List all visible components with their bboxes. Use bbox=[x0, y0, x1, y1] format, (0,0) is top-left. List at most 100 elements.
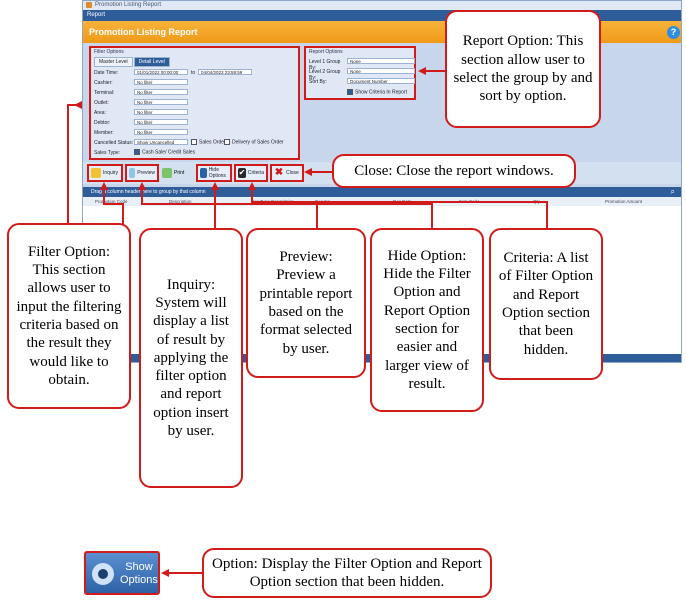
close-label: Close bbox=[286, 170, 299, 176]
group2-label: Level 2 Group By: bbox=[309, 69, 341, 81]
app-icon bbox=[86, 2, 92, 8]
tab-detail-level[interactable]: Detail Level bbox=[133, 57, 170, 67]
date-time-label: Date Time: bbox=[94, 70, 119, 76]
print-label: Print bbox=[174, 170, 185, 176]
callout-preview: Preview: Preview a printable report base… bbox=[246, 228, 366, 378]
date-to-field[interactable]: 04/04/2023 23:59:59 bbox=[198, 69, 252, 75]
close-icon: ✖ bbox=[274, 167, 284, 178]
sales-order-checkbox[interactable]: Sales Order bbox=[191, 139, 226, 145]
sales-order-label: Sales Order bbox=[199, 139, 226, 146]
inquiry-label: Inquiry bbox=[103, 170, 119, 176]
close-arrow bbox=[304, 168, 312, 176]
debtor-field[interactable]: No filter bbox=[134, 119, 188, 125]
callout-filter-option: Filter Option: This section allows user … bbox=[7, 223, 131, 409]
sort-by-select[interactable]: Document Number bbox=[347, 78, 415, 84]
preview-button[interactable]: Preview bbox=[125, 164, 159, 182]
window-title: Promotion Listing Report bbox=[95, 2, 162, 8]
checkbox-checked-icon bbox=[347, 89, 353, 95]
eye-icon bbox=[200, 168, 207, 178]
hide-options-label: Hide Options bbox=[208, 167, 226, 179]
filter-connector-v bbox=[67, 104, 69, 224]
cancelled-status-field[interactable]: Show Uncancelled bbox=[134, 139, 188, 145]
member-field[interactable]: No filter bbox=[134, 129, 188, 135]
cashier-label: Cashier: bbox=[94, 80, 113, 86]
option-connector bbox=[168, 572, 202, 574]
help-icon[interactable]: ? bbox=[667, 26, 680, 39]
preview-icon bbox=[129, 168, 136, 178]
area-field[interactable]: No filter bbox=[134, 109, 188, 115]
search-icon[interactable]: ⌕ bbox=[670, 187, 675, 196]
col-promotion-amount[interactable]: Promotion Amount bbox=[605, 199, 643, 204]
callout-close: Close: Close the report windows. bbox=[332, 154, 576, 188]
criteria-connector bbox=[251, 186, 253, 202]
show-options-line1: Show bbox=[125, 561, 153, 573]
group-by-bar[interactable]: Drag a column header here to group by th… bbox=[83, 187, 681, 197]
cash-sale-checkbox[interactable]: Cash Sale/ Credit Sales bbox=[134, 149, 195, 155]
cash-sale-label: Cash Sale/ Credit Sales bbox=[142, 149, 196, 156]
check-icon: ✔ bbox=[238, 168, 246, 178]
preview-arrow bbox=[138, 182, 146, 190]
delivery-order-checkbox[interactable]: Delivery of Sales Order bbox=[224, 139, 284, 145]
checkbox-icon bbox=[224, 139, 230, 145]
callout-report-option: Report Option: This section allow user t… bbox=[445, 10, 601, 128]
sales-type-label: Sales Type: bbox=[94, 150, 121, 156]
menu-report[interactable]: Report bbox=[87, 12, 106, 18]
inquiry-connector bbox=[103, 184, 105, 204]
report-options-panel: Report Options Level 1 Group By: None Lev… bbox=[304, 46, 416, 100]
eye-icon bbox=[92, 563, 114, 585]
outlet-field[interactable]: No filter bbox=[134, 99, 188, 105]
checkbox-checked-icon bbox=[134, 149, 140, 155]
criteria-button[interactable]: ✔Criteria bbox=[234, 164, 268, 182]
close-button[interactable]: ✖Close bbox=[270, 164, 304, 182]
col-description[interactable]: Description bbox=[169, 199, 192, 204]
group-hint: Drag a column header here to group by th… bbox=[91, 189, 206, 195]
col-promotion-code[interactable]: Promotion Code bbox=[95, 199, 128, 204]
filter-options-title: Filter Options bbox=[94, 49, 124, 55]
criteria-connector-v2 bbox=[546, 201, 548, 229]
group2-select[interactable]: None bbox=[347, 68, 415, 74]
show-criteria-checkbox[interactable]: Show Criteria In Report bbox=[347, 89, 407, 95]
show-criteria-label: Show Criteria In Report bbox=[355, 89, 407, 96]
report-options-title: Report Options bbox=[309, 49, 343, 55]
cancelled-status-label: Cancelled Status: bbox=[94, 140, 134, 146]
terminal-label: Terminal: bbox=[94, 90, 115, 96]
checkbox-icon bbox=[191, 139, 197, 145]
filter-arrow bbox=[74, 101, 82, 109]
callout-inquiry: Inquiry: System will display a list of r… bbox=[139, 228, 243, 488]
inquiry-connector-h bbox=[103, 203, 123, 205]
member-label: Member: bbox=[94, 130, 114, 136]
date-from-field[interactable]: 01/01/2022 00:00:00 bbox=[134, 69, 188, 75]
criteria-arrow bbox=[248, 182, 256, 190]
print-icon bbox=[162, 168, 172, 178]
callout-option: Option: Display the Filter Option and Re… bbox=[202, 548, 492, 598]
hide-arrow bbox=[211, 182, 219, 190]
debtor-label: Debtor: bbox=[94, 120, 111, 126]
preview-connector-v2 bbox=[316, 203, 318, 229]
callout-criteria: Criteria: A list of Filter Option and Re… bbox=[489, 228, 603, 380]
cashier-field[interactable]: No filter bbox=[134, 79, 188, 85]
group1-select[interactable]: None bbox=[347, 58, 415, 64]
hide-connector-v2 bbox=[431, 203, 433, 229]
date-to-label: to bbox=[191, 70, 196, 76]
report-arrow bbox=[418, 67, 426, 75]
terminal-field[interactable]: No filter bbox=[134, 89, 188, 95]
preview-label: Preview bbox=[137, 170, 155, 176]
preview-connector bbox=[141, 186, 143, 204]
inquiry-icon bbox=[91, 168, 101, 178]
group1-label: Level 1 Group By: bbox=[309, 59, 341, 71]
inquiry-button[interactable]: Inquiry bbox=[87, 164, 123, 182]
hide-options-button[interactable]: Hide Options bbox=[196, 164, 232, 182]
print-button[interactable]: Print bbox=[162, 164, 194, 182]
criteria-connector-h bbox=[251, 201, 547, 203]
tab-master-level[interactable]: Master Level bbox=[94, 57, 133, 67]
hide-connector-h bbox=[214, 203, 432, 205]
report-connector bbox=[426, 70, 446, 72]
title-bar: Promotion Listing Report bbox=[83, 1, 681, 10]
hide-connector bbox=[214, 186, 216, 229]
show-options-line2: Options bbox=[120, 574, 158, 586]
callout-hide-option: Hide Option: Hide the Filter Option and … bbox=[370, 228, 484, 412]
inquiry-connector-v2 bbox=[122, 203, 124, 229]
option-arrow bbox=[161, 569, 169, 577]
